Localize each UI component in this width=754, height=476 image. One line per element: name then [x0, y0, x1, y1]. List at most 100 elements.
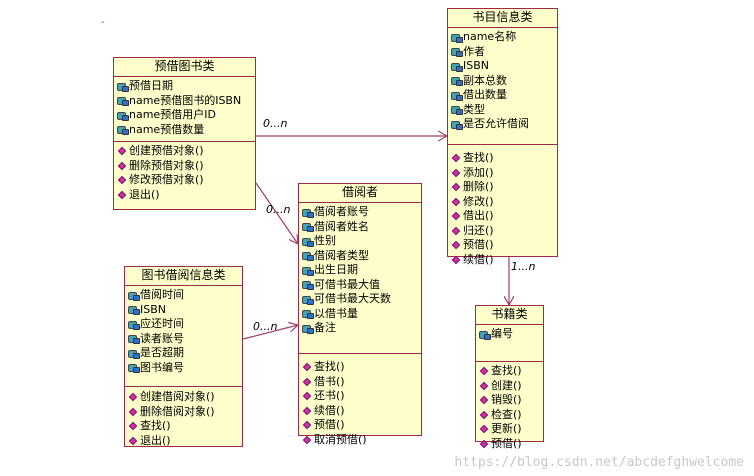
class-title: 书籍类: [476, 306, 543, 325]
attribute-row: 借阅时间: [128, 288, 242, 303]
method-row: 查找(): [128, 419, 242, 434]
method-icon: [451, 212, 461, 221]
method-icon: [451, 168, 461, 177]
method-label: 预借(): [491, 436, 522, 450]
method-icon: [302, 392, 312, 401]
method-icon: [128, 422, 138, 431]
attribute-row: name预借用户ID: [117, 108, 255, 123]
attribute-icon: [117, 82, 129, 92]
attribute-row: 编号: [479, 327, 543, 342]
attribute-label: 可借书最大天数: [314, 292, 391, 305]
method-icon: [451, 226, 461, 235]
stray-mark: -: [101, 17, 105, 28]
method-icon: [117, 190, 127, 199]
attribute-section: 借阅者账号借阅者姓名性别借阅者类型出生日期可借书最大值可借书最大天数以借书量备注: [299, 203, 421, 354]
attribute-row: 预借日期: [117, 79, 255, 94]
method-label: 续借(): [463, 252, 494, 266]
attribute-row: 借出数量: [451, 88, 557, 103]
class-title: 书目信息类: [448, 9, 557, 28]
method-label: 删除预借对象(): [129, 158, 204, 172]
method-label: 检查(): [491, 407, 522, 421]
method-row: 查找(): [302, 360, 421, 375]
class-title: 预借图书类: [114, 58, 255, 77]
method-label: 退出(): [129, 187, 160, 201]
attribute-icon: [451, 91, 463, 101]
method-row: 更新(): [479, 422, 543, 437]
method-row: 退出(): [128, 434, 242, 449]
attribute-label: 借阅者类型: [314, 248, 369, 262]
method-row: 预借(): [479, 437, 543, 452]
class-book[interactable]: 书籍类 编号 查找()创建()销毁()检查()更新()预借(): [475, 305, 544, 450]
attribute-row: 可借书最大天数: [302, 292, 421, 307]
attribute-icon: [302, 237, 314, 247]
method-row: 添加(): [451, 166, 557, 181]
method-label: 更新(): [491, 422, 522, 435]
attribute-row: 类型: [451, 103, 557, 118]
attribute-row: 可借书最大值: [302, 278, 421, 293]
attribute-label: ISBN: [140, 302, 167, 316]
method-row: 还书(): [302, 389, 421, 404]
attribute-icon: [302, 280, 314, 291]
attribute-icon: [117, 96, 129, 107]
attribute-label: name预借图书的ISBN: [129, 93, 242, 107]
attribute-icon: [128, 334, 140, 345]
class-title: 借阅者: [299, 184, 421, 203]
attribute-icon: [128, 363, 140, 374]
method-label: 还书(): [314, 389, 345, 402]
attribute-row: 作者: [451, 45, 557, 60]
method-icon: [479, 439, 489, 448]
method-row: 查找(): [451, 151, 557, 166]
attribute-icon: [451, 76, 463, 87]
multiplicity-reservation-borrower: 0...n: [266, 203, 291, 216]
attribute-icon: [451, 47, 463, 58]
method-icon: [302, 421, 312, 430]
attribute-row: 图书编号: [128, 361, 242, 376]
method-icon: [479, 410, 489, 419]
method-row: 归还(): [451, 224, 557, 239]
method-icon: [451, 183, 461, 192]
attribute-row: 借阅者姓名: [302, 220, 421, 235]
attribute-row: 是否超期: [128, 346, 242, 361]
attribute-section: 编号: [476, 325, 543, 362]
method-label: 查找(): [140, 419, 171, 432]
class-title: 图书借阅信息类: [125, 267, 242, 286]
attribute-row: 以借书量: [302, 307, 421, 322]
method-section: 创建预借对象()删除预借对象()修改预借对象()退出(): [114, 142, 255, 204]
attribute-row: 应还时间: [128, 317, 242, 332]
attribute-icon: [128, 305, 140, 316]
method-label: 归还(): [463, 223, 494, 237]
attribute-label: 副本总数: [463, 73, 507, 87]
assoc-reservation-borrower: [255, 182, 298, 244]
method-row: 预借(): [302, 418, 421, 433]
attribute-label: name预借数量: [129, 122, 205, 136]
method-icon: [302, 363, 312, 372]
method-icon: [451, 255, 461, 264]
method-icon: [302, 435, 312, 444]
method-section: 查找()创建()销毁()检查()更新()预借(): [476, 362, 543, 453]
attribute-row: 是否允许借阅: [451, 117, 557, 132]
attribute-icon: [302, 222, 314, 233]
attribute-row: name名称: [451, 30, 557, 45]
attribute-icon: [117, 111, 129, 121]
attribute-icon: [302, 251, 314, 262]
attribute-row: 备注: [302, 321, 421, 336]
attribute-icon: [128, 291, 140, 301]
attribute-icon: [302, 295, 314, 305]
attribute-icon: [302, 208, 314, 218]
method-section: 查找()添加()删除()修改()借出()归还()预借()续借(): [448, 145, 557, 269]
method-icon: [451, 154, 461, 163]
method-icon: [128, 436, 138, 445]
method-icon: [479, 367, 489, 376]
method-label: 删除借阅对象(): [140, 404, 215, 418]
attribute-row: ISBN: [128, 303, 242, 318]
method-icon: [302, 406, 312, 415]
attribute-icon: [302, 324, 314, 334]
method-row: 销毁(): [479, 393, 543, 408]
class-borrower[interactable]: 借阅者 借阅者账号借阅者姓名性别借阅者类型出生日期可借书最大值可借书最大天数以借…: [298, 183, 422, 446]
